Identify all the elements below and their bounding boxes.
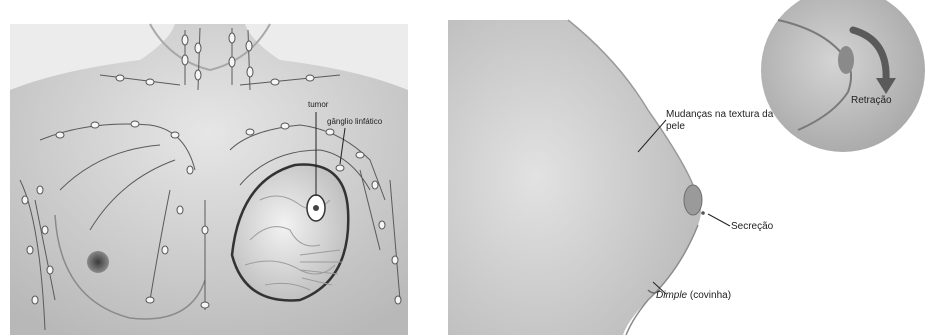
- chest-lymphatic-illustration: tumor gânglio linfático: [0, 0, 420, 335]
- skin-texture-label: Mudanças na textura da pele: [666, 109, 776, 133]
- retraction-label: Retração: [851, 95, 892, 107]
- secretion-label: Secreção: [731, 221, 773, 233]
- dimple-term: Dimple: [656, 290, 687, 301]
- nipple-profile: [684, 185, 702, 215]
- nipple-left: [87, 251, 109, 273]
- chest-drawing: [0, 0, 420, 335]
- breast-symptoms-illustration: Mudanças na textura da pele Retração Sec…: [448, 0, 933, 335]
- tumor-label: tumor: [308, 100, 328, 109]
- dimple-label: Dimple (covinha): [656, 290, 731, 302]
- breast-profile-drawing: [448, 0, 933, 335]
- lymph-node-label: gânglio linfático: [327, 117, 382, 126]
- lymph-node-pointer-target: [336, 165, 344, 171]
- dimple-translation: (covinha): [690, 290, 731, 301]
